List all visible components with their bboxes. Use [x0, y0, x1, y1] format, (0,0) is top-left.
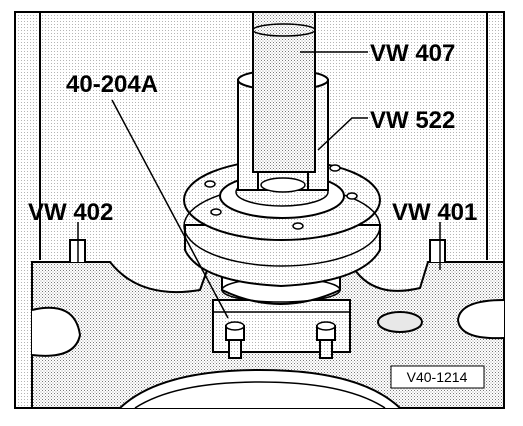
flange-hole: [329, 164, 341, 172]
label-vw522: VW 522: [370, 107, 455, 134]
flange-hole: [210, 208, 222, 216]
bolt-right: [316, 321, 336, 359]
plate-cutout-right: [456, 299, 505, 340]
plate-hole-right: [377, 311, 423, 333]
label-vw402: VW 402: [28, 199, 113, 226]
shaft-spline: [260, 177, 306, 193]
label-vw401: VW 401: [392, 199, 477, 226]
vw-407-drift: [252, 11, 316, 173]
label-40-204a: 40-204A: [66, 71, 158, 98]
flange-hole: [204, 180, 216, 188]
figure-ref: V40-1214: [407, 369, 468, 385]
flange-hole: [346, 192, 358, 200]
flange-body: [184, 224, 381, 288]
label-vw407: VW 407: [370, 40, 455, 67]
leader-vw522: [317, 117, 368, 151]
leader-40-204a: [111, 99, 229, 319]
plate-notch-right: [429, 239, 446, 262]
flange-hole: [292, 222, 304, 230]
plate-hole-left: [31, 306, 82, 357]
bolt-left: [225, 321, 245, 359]
figure-ref-box: [390, 365, 485, 389]
lower-bore: [119, 368, 401, 409]
